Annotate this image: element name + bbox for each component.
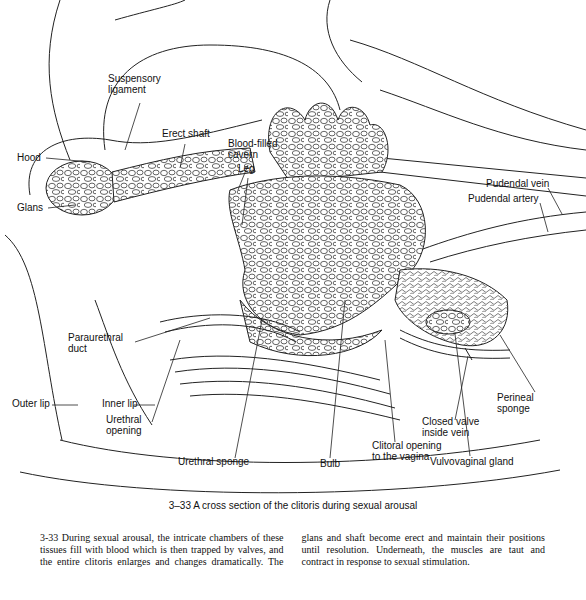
contour-line [20, 470, 560, 493]
leader-line [135, 318, 210, 342]
pudendal-artery [430, 230, 586, 262]
leader-line [242, 178, 248, 225]
leader-line [48, 205, 75, 208]
part-label: Bulb [320, 458, 340, 469]
erectile-tissue [46, 103, 508, 356]
part-label: Suspensory ligament [108, 73, 170, 95]
closed-valve [465, 348, 472, 360]
leader-line [52, 405, 78, 406]
contour-line [380, 90, 586, 150]
leader-line [548, 188, 562, 214]
part-label: Paraurethral duct [68, 332, 132, 354]
part-label: Hood [17, 152, 41, 163]
part-label: Pudendal artery [468, 193, 539, 204]
part-label: Perineal sponge [497, 392, 557, 414]
body-contours [5, 0, 586, 493]
cavern-shape [269, 103, 388, 182]
contour-line [327, 0, 362, 82]
part-label: Glans [17, 202, 43, 213]
part-label: Vulvovaginal gland [430, 456, 514, 467]
leader-line [152, 340, 180, 422]
perineal-sponge-shape [395, 269, 508, 346]
leader-line [180, 144, 185, 168]
part-label: Outer lip [12, 398, 50, 409]
body-text: 3-33 During sexual arousal, the intricat… [40, 532, 545, 568]
part-label: Erect shaft [162, 128, 210, 139]
leader-line [500, 335, 535, 392]
contour-line [115, 0, 185, 20]
part-label: Leg [238, 163, 255, 174]
gland-shape [426, 310, 470, 334]
leader-line [235, 320, 262, 458]
contour-line [350, 40, 586, 130]
part-label: Urethral opening [106, 414, 154, 436]
leg-shape [229, 176, 425, 335]
leader-line [125, 103, 140, 150]
leader-line [540, 203, 548, 232]
leader-lines [46, 103, 562, 458]
muscle-fiber [190, 394, 400, 420]
leader-line [330, 300, 345, 458]
urethra [165, 325, 296, 342]
outer-lip-outline [5, 235, 62, 440]
part-label: Closed valve inside vein [422, 416, 484, 438]
pudendal-vein [420, 212, 586, 250]
inner-lip-outline [95, 300, 152, 425]
bulb-shape [240, 300, 382, 356]
figure-caption: 3–33 A cross section of the clitoris dur… [0, 500, 586, 511]
part-label: Pudendal vein [486, 178, 549, 189]
part-label: Inner lip [102, 398, 138, 409]
urethra-and-muscles [160, 315, 400, 420]
leader-line [46, 158, 90, 162]
glans-shape [46, 161, 118, 215]
muscle-fiber [175, 368, 390, 394]
part-label: Blood-filled cavern [228, 138, 290, 160]
urethra [160, 315, 300, 332]
muscle-fiber [170, 356, 380, 380]
contour-line [49, 0, 70, 160]
part-label: Urethral sponge [178, 456, 249, 467]
leader-line [385, 340, 395, 442]
